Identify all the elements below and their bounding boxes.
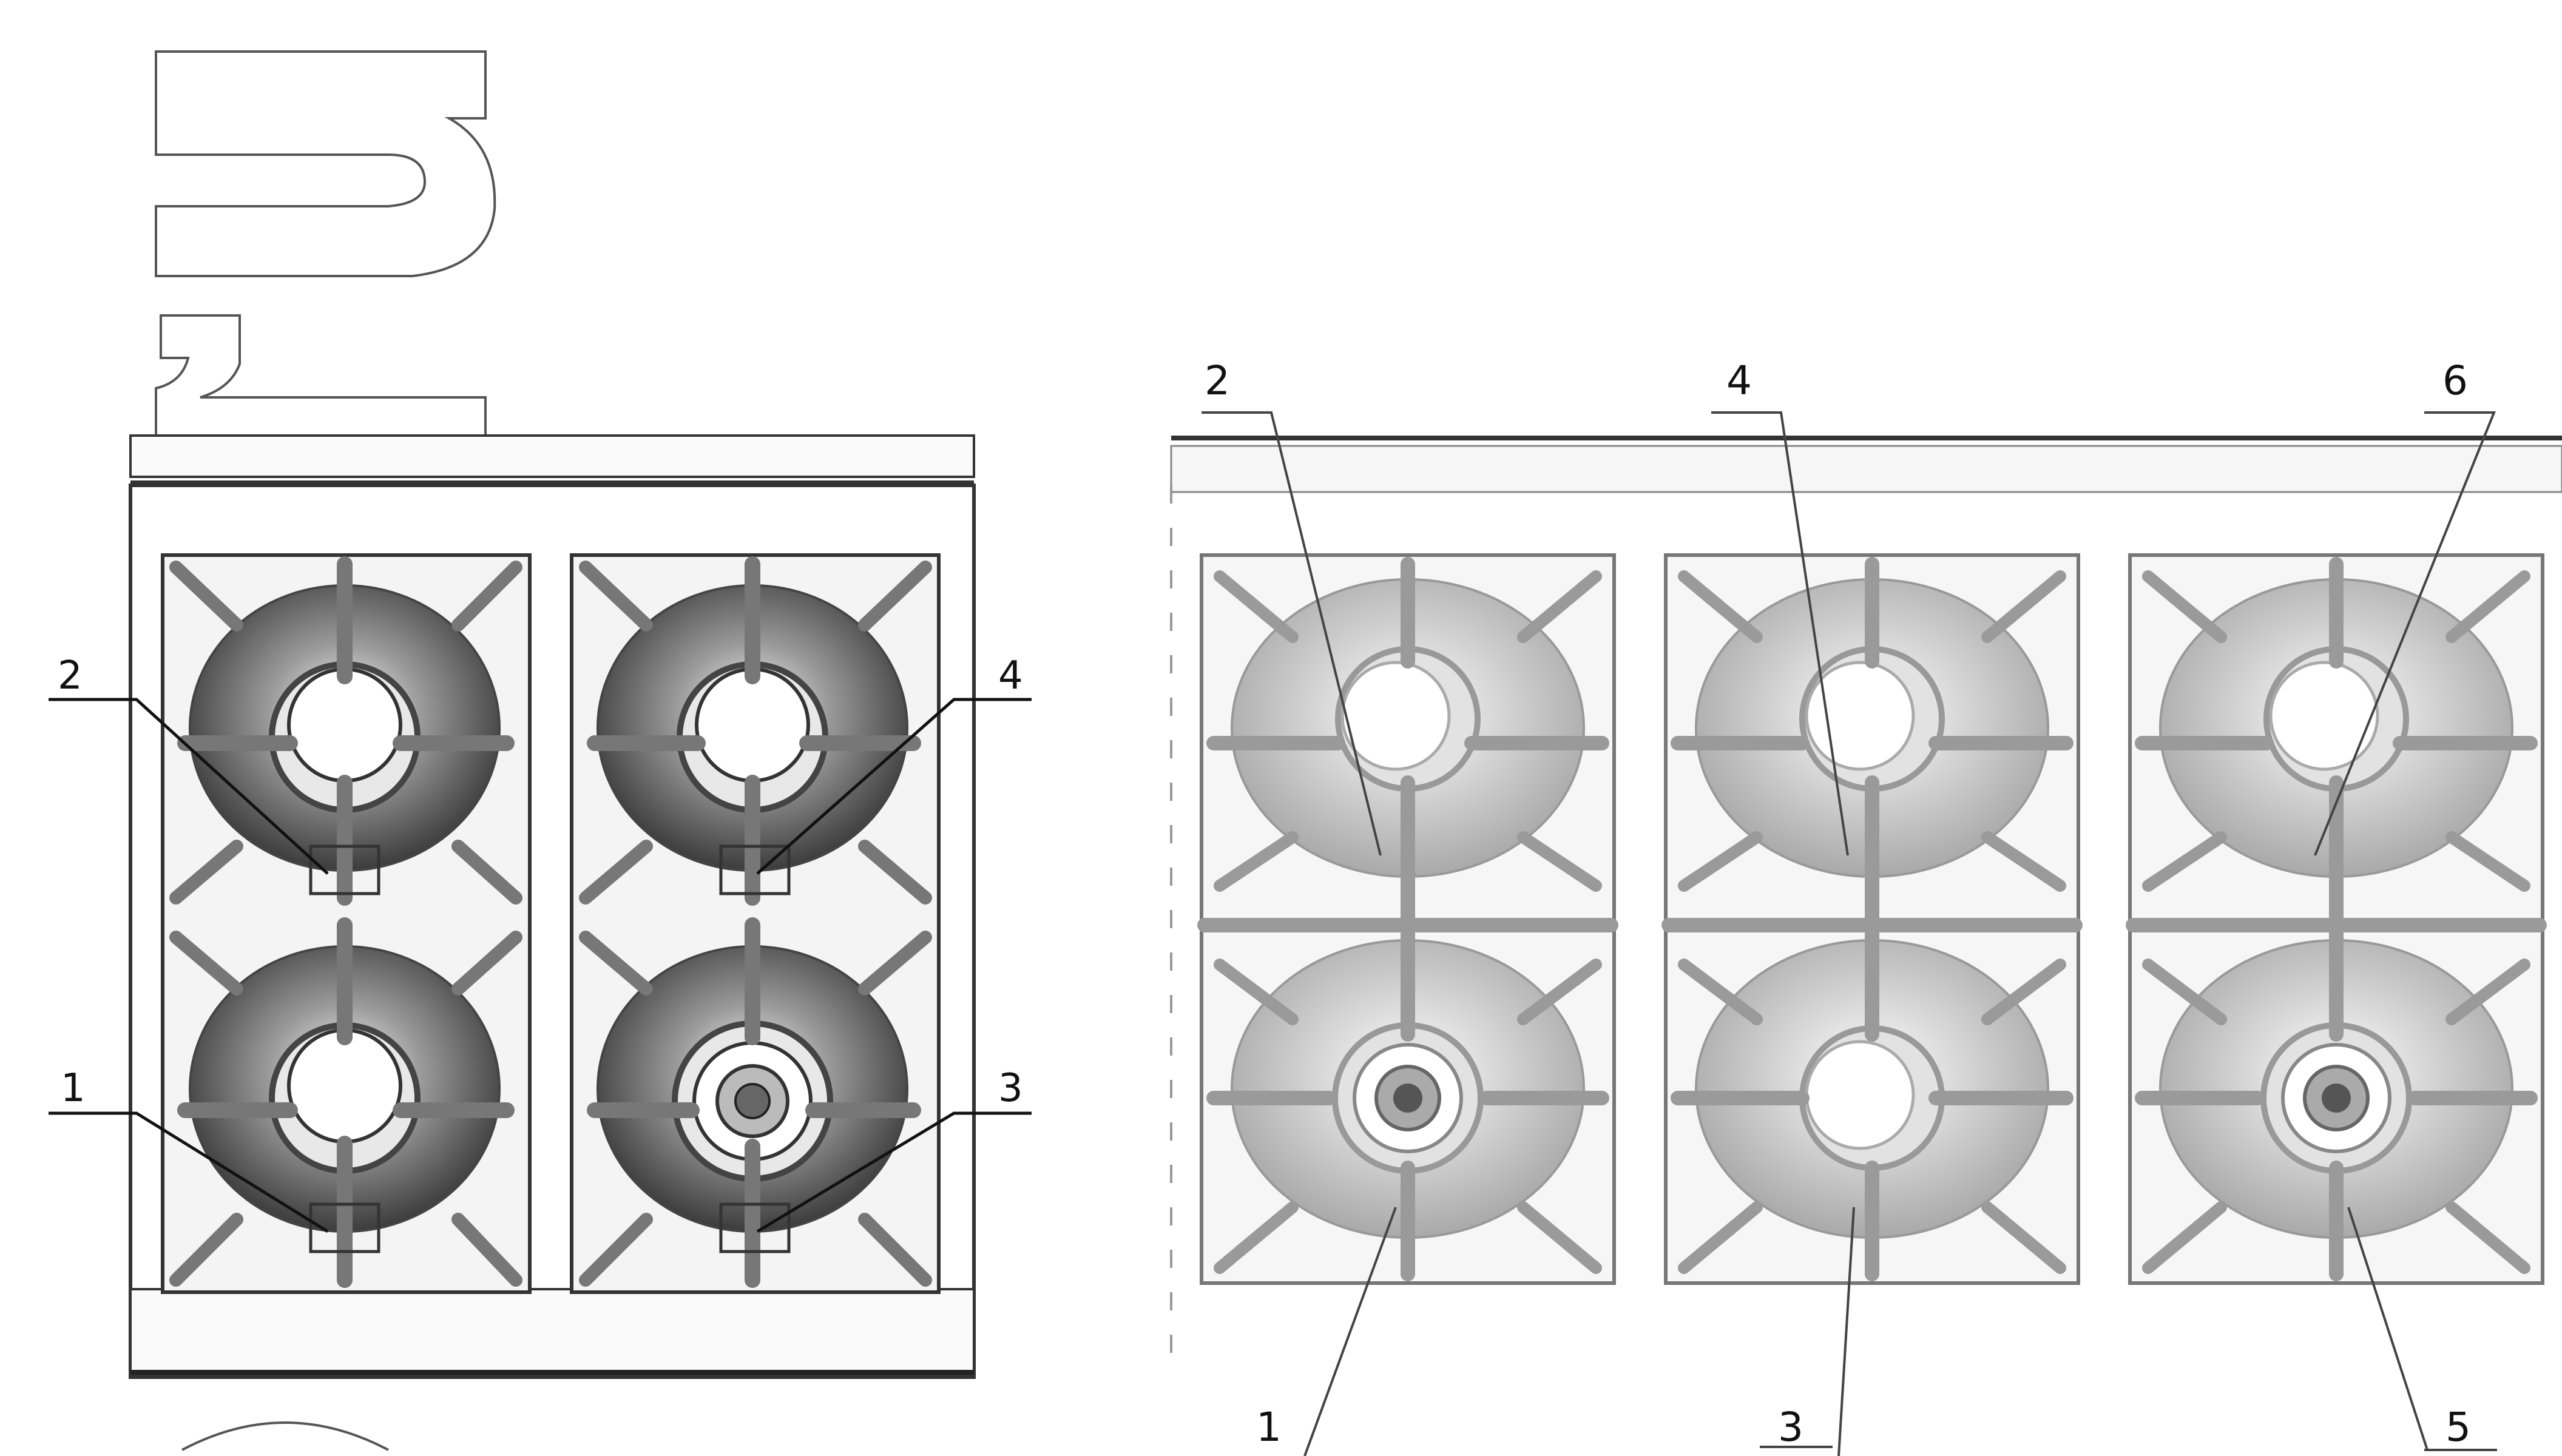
hob-back-rail: [1170, 445, 2562, 493]
callout-label: 3: [998, 1066, 1023, 1111]
right-callout-leaders: [1202, 411, 2497, 1456]
right-grate-diagonal-fingers: [1214, 570, 2530, 1274]
callout-label: 5: [2445, 1404, 2471, 1451]
burner-top-right: [597, 584, 908, 872]
callout-label: 4: [998, 653, 1023, 698]
left-ignition-markers: [309, 844, 791, 1253]
burner-bottom-right-wok: [597, 945, 908, 1233]
callout-label: 3: [1778, 1404, 1803, 1451]
left-grate-bars: [177, 556, 921, 1288]
callout-label: 6: [2442, 357, 2468, 404]
callout-label: 1: [61, 1066, 86, 1111]
hob-front-rail: [129, 1288, 975, 1375]
callout-label: 1: [1256, 1404, 1282, 1451]
callout-label: 2: [58, 653, 83, 698]
callout-label: 4: [1726, 357, 1752, 404]
left-grate-diagonal-fingers: [169, 561, 932, 1287]
left-hob-diagram: 2 4 1 3: [49, 50, 1032, 1451]
callout-label: 2: [1205, 357, 1230, 404]
right-grate-bars: [1197, 557, 2547, 1281]
right-hob-diagram: 2 4 6 1 3 5: [1170, 357, 2562, 1456]
hob-back-rail: [129, 434, 975, 478]
left-callout-leaders: [49, 698, 1032, 1233]
